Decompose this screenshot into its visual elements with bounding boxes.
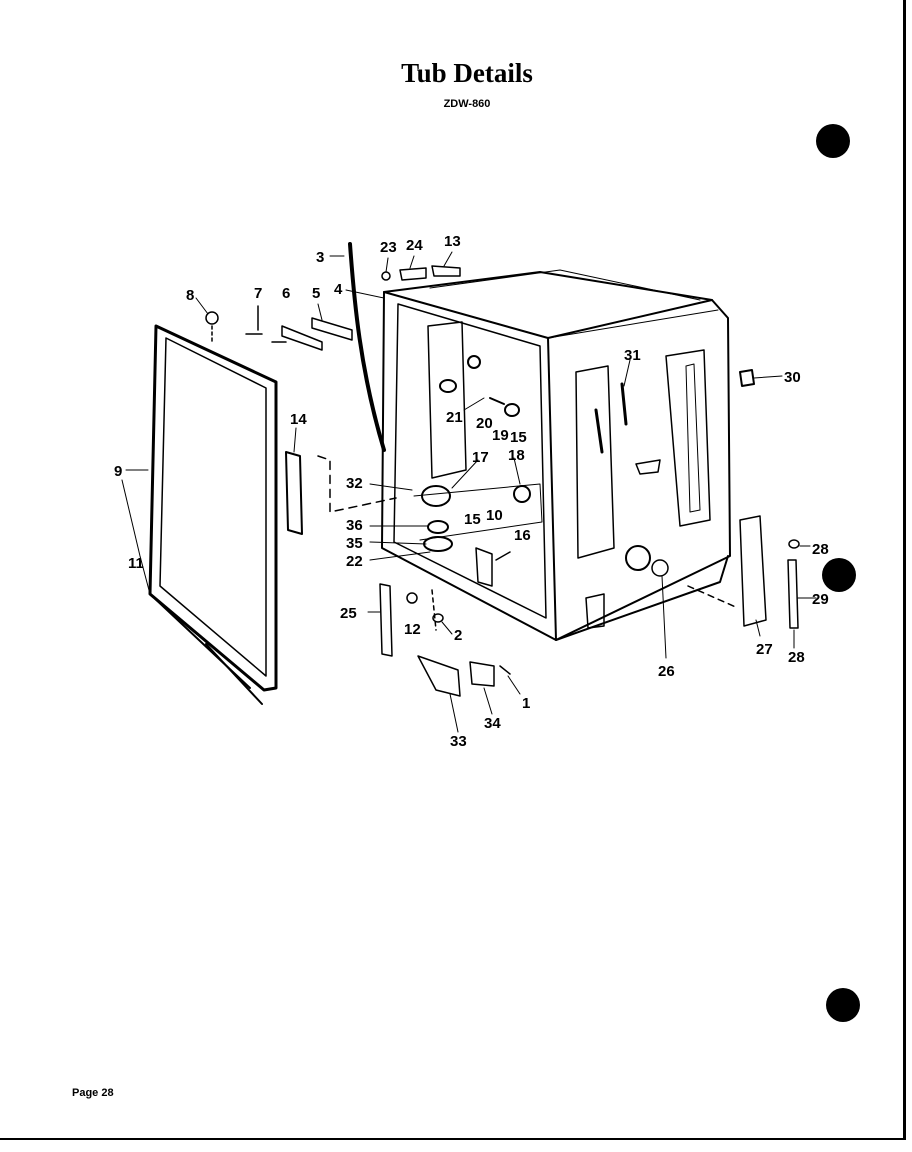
callout-34: 34: [484, 715, 501, 732]
callout-9: 9: [114, 463, 122, 480]
model-number: ZDW-860: [443, 98, 491, 110]
callout-5: 5: [312, 285, 320, 302]
callout-30: 30: [784, 369, 801, 386]
lower-parts: [379, 547, 511, 697]
hinge-parts: [205, 305, 353, 351]
callout-22: 22: [346, 553, 363, 570]
callout-23: 23: [380, 239, 397, 256]
callout-18: 18: [508, 447, 525, 464]
callout-7: 7: [254, 285, 262, 302]
callout-20: 20: [476, 415, 493, 432]
callout-15b: 15: [464, 511, 481, 528]
right-parts: [651, 515, 800, 629]
callout-17: 17: [472, 449, 489, 466]
callout-25: 25: [340, 605, 357, 622]
callout-14: 14: [290, 411, 307, 428]
door-gasket: [148, 324, 278, 705]
callout-27: 27: [756, 641, 773, 658]
callout-11: 11: [128, 555, 144, 572]
callout-10: 10: [486, 507, 503, 524]
page-title: Tub Details: [401, 58, 533, 88]
callout-24: 24: [406, 237, 423, 254]
callout-8: 8: [186, 287, 194, 304]
side-trim: [285, 451, 303, 535]
punch-hole-top: [816, 124, 850, 158]
callout-1: 1: [522, 695, 530, 712]
top-bracket-parts: [381, 265, 461, 281]
callout-16: 16: [514, 527, 531, 544]
callout-2: 2: [454, 627, 462, 644]
callout-19: 19: [492, 427, 509, 444]
callout-21: 21: [446, 409, 463, 426]
callout-labels: 3 23 24 13 4 8 7 6 5 9 11 14 31 30 21 20…: [114, 233, 829, 750]
callout-26: 26: [658, 663, 675, 680]
callout-28a: 28: [812, 541, 829, 558]
callout-12: 12: [404, 621, 421, 638]
callout-4: 4: [334, 281, 343, 298]
callout-29: 29: [812, 591, 829, 608]
callout-15a: 15: [510, 429, 527, 446]
callout-13: 13: [444, 233, 461, 250]
callout-28b: 28: [788, 649, 805, 666]
callout-33: 33: [450, 733, 467, 750]
callout-32: 32: [346, 475, 363, 492]
callout-31: 31: [624, 347, 641, 364]
punch-hole-bottom: [826, 988, 860, 1022]
page-number: Page 28: [72, 1087, 114, 1099]
callout-36: 36: [346, 517, 363, 534]
callout-35: 35: [346, 535, 363, 552]
tub-assembly: [381, 269, 755, 641]
callout-6: 6: [282, 285, 290, 302]
hose: [348, 242, 386, 452]
leader-lines: [121, 251, 817, 733]
punch-hole-middle: [822, 558, 856, 592]
callout-3: 3: [316, 249, 324, 266]
